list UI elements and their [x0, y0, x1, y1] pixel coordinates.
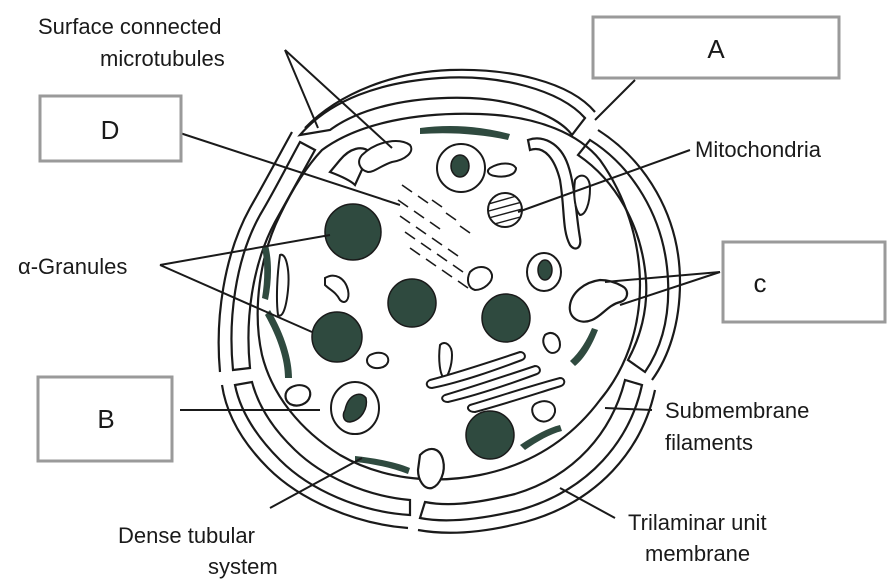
submembrane-label-line2: filaments	[665, 430, 753, 455]
answer-box-b-text: B	[97, 404, 114, 434]
answer-box-d-text: D	[101, 115, 120, 145]
surface-connected-label-line1: Surface connected	[38, 14, 221, 39]
open-canalicular-tubule	[359, 141, 411, 172]
trilaminar-label-line2: membrane	[645, 541, 750, 566]
dense-tubular-label-line2: system	[208, 554, 278, 579]
surface-connected-label-line2: microtubules	[100, 46, 225, 71]
answer-box-c[interactable]: c	[723, 242, 885, 322]
pointer-lines	[160, 50, 720, 518]
answer-box-c-text: c	[754, 268, 767, 298]
alpha-granule	[388, 279, 436, 327]
answer-box-a[interactable]: A	[593, 17, 839, 78]
alpha-granule	[466, 411, 514, 459]
answer-box-b[interactable]: B	[38, 377, 172, 461]
alpha-granule	[312, 312, 362, 362]
answer-box-a-text: A	[707, 34, 725, 64]
alpha-granule	[325, 204, 381, 260]
submembrane-label-line1: Submembrane	[665, 398, 809, 423]
dense-tubular-label-line1: Dense tubular	[118, 523, 255, 548]
alpha-granule	[482, 294, 530, 342]
mitochondria-label: Mitochondria	[695, 137, 822, 162]
trilaminar-label-line1: Trilaminar unit	[628, 510, 767, 535]
answer-box-d[interactable]: D	[40, 96, 181, 161]
alpha-granules-label: α-Granules	[18, 254, 127, 279]
microtubules	[398, 185, 470, 288]
mitochondria	[485, 193, 524, 233]
